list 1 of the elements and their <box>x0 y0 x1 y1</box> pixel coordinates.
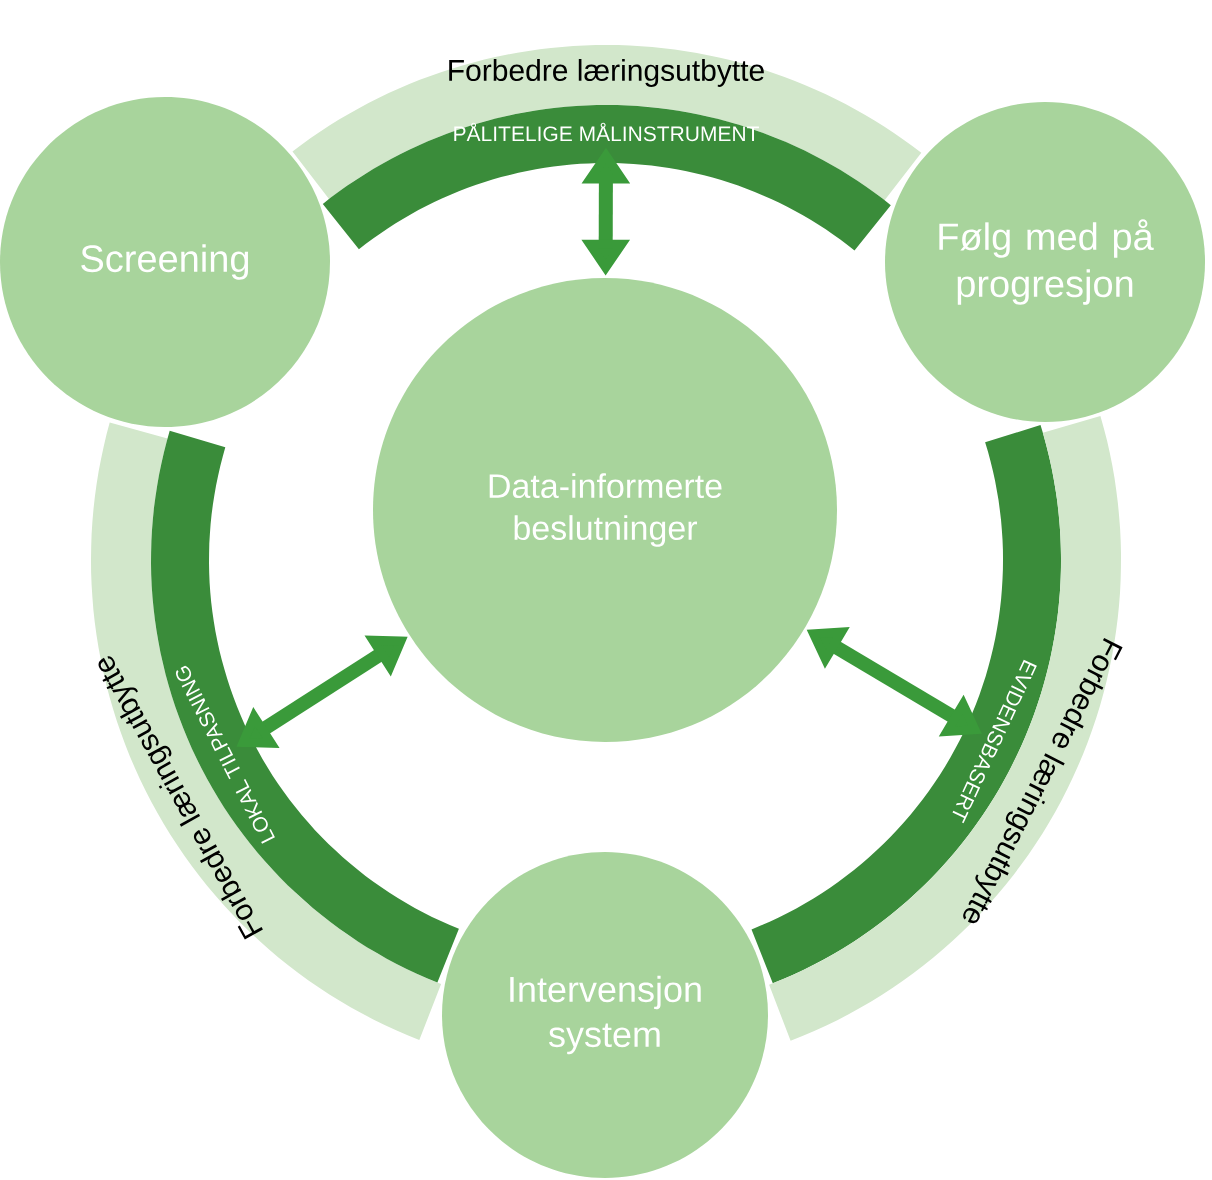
ring-band: PÅLITELIGE MÅLINSTRUMENT <box>322 105 891 251</box>
